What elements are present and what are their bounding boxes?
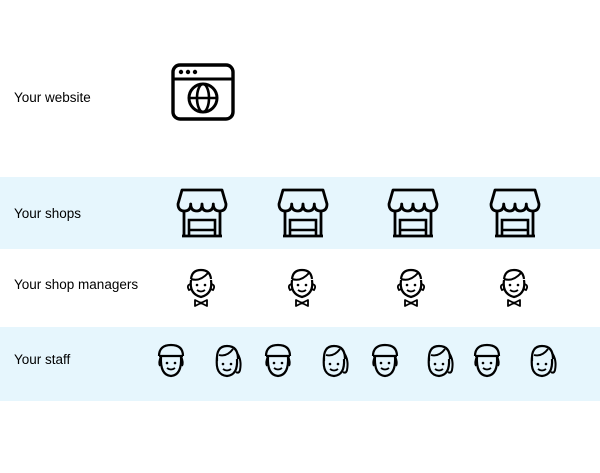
website-label: Your website <box>14 90 91 105</box>
storefront-icon <box>176 188 228 238</box>
staff-ponytail-icon <box>318 343 350 379</box>
staff-cap-icon <box>263 343 293 379</box>
shops-label: Your shops <box>14 206 82 221</box>
manager-bowtie-icon <box>394 267 428 309</box>
staff-cap-icon <box>156 343 186 379</box>
browser-globe-icon <box>171 63 235 121</box>
storefront-icon <box>489 188 541 238</box>
staff-row <box>0 327 600 401</box>
staff-label: Your staff <box>14 352 71 367</box>
manager-bowtie-icon <box>497 267 531 309</box>
storefront-icon <box>387 188 439 238</box>
staff-ponytail-icon <box>211 343 243 379</box>
storefront-icon <box>277 188 329 238</box>
staff-cap-icon <box>472 343 502 379</box>
staff-ponytail-icon <box>423 343 455 379</box>
staff-ponytail-icon <box>526 343 558 379</box>
managers-label: Your shop managers <box>14 277 139 292</box>
manager-bowtie-icon <box>285 267 319 309</box>
staff-cap-icon <box>370 343 400 379</box>
manager-bowtie-icon <box>184 267 218 309</box>
